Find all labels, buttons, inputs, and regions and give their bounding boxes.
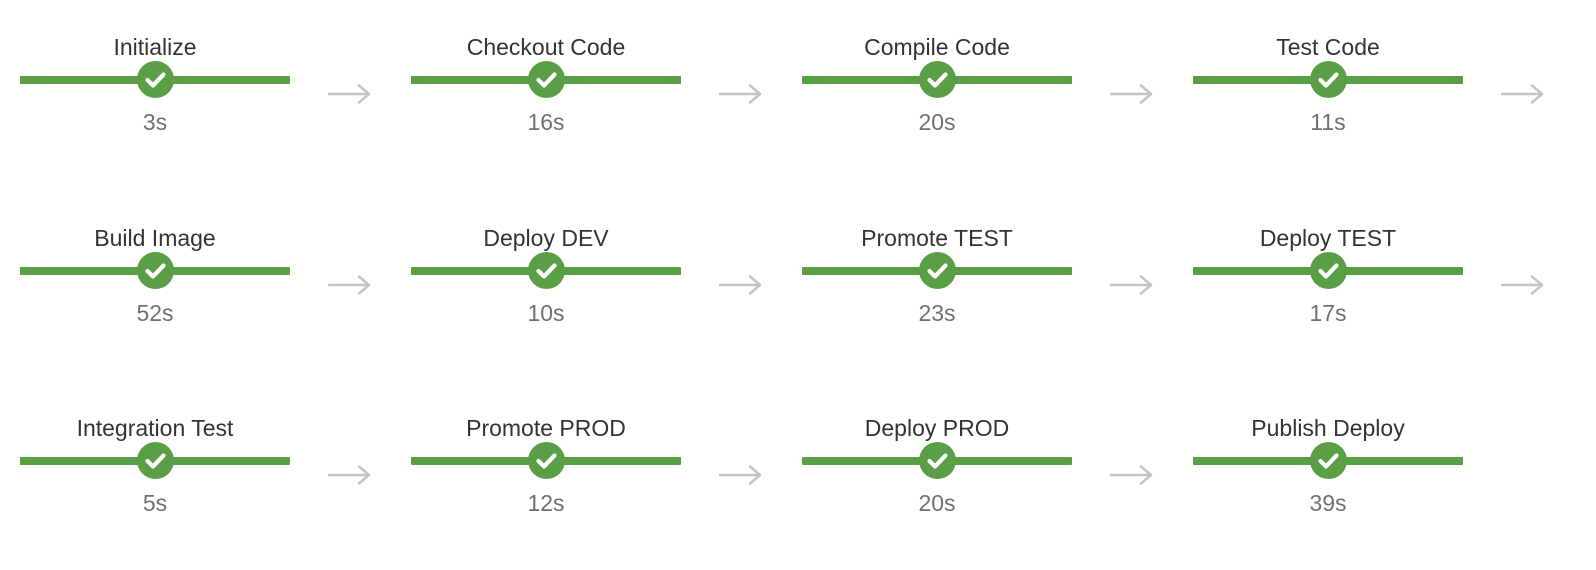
- stage-name: Test Code: [1276, 34, 1380, 60]
- stage-duration: 20s: [918, 109, 956, 135]
- stage-duration: 11s: [1310, 109, 1346, 135]
- stage-name: Publish Deploy: [1251, 415, 1405, 441]
- arrow-right-icon: [719, 273, 763, 297]
- pipeline-stage-test-code[interactable]: Test Code 11s: [1193, 16, 1463, 146]
- arrow-right-icon: [328, 273, 372, 297]
- arrow-right-icon: [1110, 82, 1154, 106]
- pipeline-stage-compile-code[interactable]: Compile Code 20s: [802, 16, 1072, 146]
- check-icon: [137, 252, 174, 289]
- pipeline-stage-deploy-prod[interactable]: Deploy PROD 20s: [802, 397, 1072, 527]
- stage-name: Build Image: [94, 225, 216, 251]
- arrow-right-icon: [1110, 463, 1154, 487]
- stage-name: Integration Test: [76, 415, 234, 441]
- stage-duration: 52s: [136, 300, 174, 326]
- stage-duration: 10s: [527, 300, 565, 326]
- arrow-right-icon: [1501, 273, 1545, 297]
- arrow-right-icon: [328, 463, 372, 487]
- stage-duration: 3s: [142, 109, 168, 135]
- arrow-right-icon: [719, 463, 763, 487]
- pipeline-stage-integration-test[interactable]: Integration Test 5s: [20, 397, 290, 527]
- stage-name: Deploy DEV: [483, 225, 609, 251]
- check-icon: [1310, 61, 1347, 98]
- arrow-right-icon: [719, 82, 763, 106]
- stage-duration: 23s: [918, 300, 956, 326]
- stage-name: Initialize: [113, 34, 197, 60]
- check-icon: [919, 61, 956, 98]
- check-icon: [137, 61, 174, 98]
- arrow-right-icon: [1501, 82, 1545, 106]
- check-icon: [1310, 442, 1347, 479]
- check-icon: [919, 442, 956, 479]
- stage-name: Deploy PROD: [864, 415, 1010, 441]
- stage-duration: 39s: [1309, 490, 1347, 516]
- stage-duration: 5s: [142, 490, 168, 516]
- check-icon: [528, 442, 565, 479]
- pipeline-stage-initialize[interactable]: Initialize 3s: [20, 16, 290, 146]
- pipeline-stage-promote-test[interactable]: Promote TEST 23s: [802, 207, 1072, 337]
- arrow-right-icon: [1110, 273, 1154, 297]
- pipeline-stage-build-image[interactable]: Build Image 52s: [20, 207, 290, 337]
- stage-name: Promote TEST: [861, 225, 1013, 251]
- check-icon: [528, 252, 565, 289]
- stage-duration: 12s: [527, 490, 565, 516]
- check-icon: [528, 61, 565, 98]
- stage-name: Deploy TEST: [1259, 225, 1397, 251]
- pipeline-stage-checkout-code[interactable]: Checkout Code 16s: [411, 16, 681, 146]
- stage-name: Promote PROD: [466, 415, 626, 441]
- check-icon: [1310, 252, 1347, 289]
- stage-duration: 16s: [527, 109, 565, 135]
- stage-duration: 17s: [1309, 300, 1347, 326]
- pipeline-stage-deploy-test[interactable]: Deploy TEST 17s: [1193, 207, 1463, 337]
- check-icon: [919, 252, 956, 289]
- pipeline-stage-deploy-dev[interactable]: Deploy DEV 10s: [411, 207, 681, 337]
- pipeline-stage-publish-deploy[interactable]: Publish Deploy 39s: [1193, 397, 1463, 527]
- check-icon: [137, 442, 174, 479]
- stage-duration: 20s: [918, 490, 956, 516]
- pipeline-stage-promote-prod[interactable]: Promote PROD 12s: [411, 397, 681, 527]
- stage-name: Compile Code: [864, 34, 1010, 60]
- arrow-right-icon: [328, 82, 372, 106]
- stage-name: Checkout Code: [466, 34, 626, 60]
